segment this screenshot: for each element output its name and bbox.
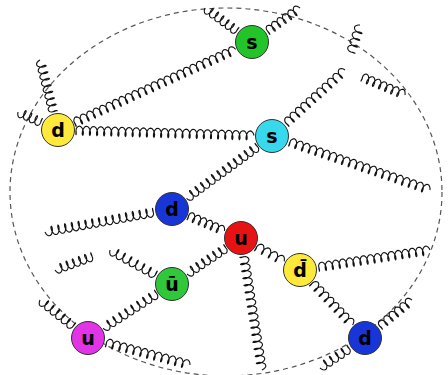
gluon-connector xyxy=(255,244,285,262)
quark-label: d xyxy=(51,121,65,140)
quark-label: u xyxy=(234,229,248,248)
gluon-spring xyxy=(45,208,154,236)
gluon-spring xyxy=(378,298,412,329)
gluon-spring xyxy=(289,139,431,192)
quark-label: s xyxy=(246,33,257,52)
quark-circle: s xyxy=(235,25,269,59)
gluon-spring xyxy=(105,339,190,367)
quark-circle: u xyxy=(224,221,258,255)
quark-circle: ū xyxy=(155,267,189,301)
gluon-connector xyxy=(187,213,225,233)
gluon-spring xyxy=(204,8,239,33)
quark-label: ū xyxy=(165,275,179,294)
quark-label: d xyxy=(358,329,372,348)
boundary-circle xyxy=(10,8,442,375)
gluon-spring xyxy=(18,111,43,126)
gluon-spring xyxy=(361,74,405,96)
gluon-connector xyxy=(187,244,227,276)
gluon-spring xyxy=(110,250,158,278)
gluon-spring xyxy=(37,60,58,112)
quark-label: s xyxy=(266,127,277,146)
gluon-connector xyxy=(76,126,254,140)
quark-circle: s xyxy=(255,119,289,153)
quark-circle: d xyxy=(348,321,382,355)
gluon-connector xyxy=(74,47,236,127)
gluon-spring xyxy=(55,252,93,273)
quark-circle: d̄ xyxy=(283,253,317,287)
gluon-connector xyxy=(103,290,158,331)
gluon-spring xyxy=(319,246,430,272)
quark-circle: u xyxy=(71,321,105,355)
gluon-spring xyxy=(39,300,76,328)
quark-circle: d xyxy=(155,192,189,226)
quark-label: d xyxy=(165,200,179,219)
gluon-spring xyxy=(320,345,350,370)
gluon-spring xyxy=(285,69,345,127)
quark-label: u xyxy=(81,329,95,348)
quark-circle: d xyxy=(41,113,75,147)
gluon-connector xyxy=(187,143,259,200)
gluon-spring xyxy=(348,25,362,53)
quark-label: d̄ xyxy=(293,261,307,280)
gluon-connector xyxy=(309,282,354,325)
gluon-spring xyxy=(266,6,300,35)
gluon-spring xyxy=(240,257,266,370)
